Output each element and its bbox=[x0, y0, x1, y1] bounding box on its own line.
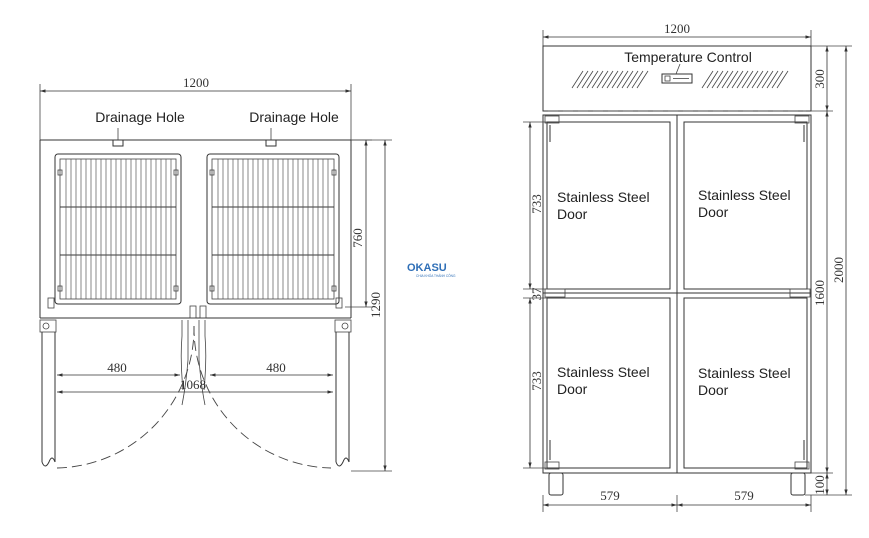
door-swing-arc-right bbox=[193, 325, 332, 469]
temperature-control-label: Temperature Control bbox=[624, 49, 752, 65]
vent-grille-right bbox=[701, 70, 789, 89]
door-top-right-label-line1: Stainless Steel bbox=[698, 187, 791, 203]
depth-dimension: 1290 bbox=[351, 139, 392, 472]
drainage-hole-right-label: Drainage Hole bbox=[249, 109, 339, 125]
door-top-right bbox=[683, 121, 808, 290]
door-top-right-label-line2: Door bbox=[698, 204, 729, 220]
top-view-width-dimension: 1200 bbox=[39, 75, 352, 140]
depth-label: 1290 bbox=[368, 292, 383, 318]
right-door-open bbox=[334, 319, 352, 467]
vent-grille-left bbox=[571, 70, 649, 89]
door-width-left-label: 579 bbox=[600, 488, 620, 503]
door-bottom-left-label-line1: Stainless Steel bbox=[557, 364, 650, 380]
shelf-height-dimension: 760 bbox=[345, 139, 372, 308]
shelf-height-label: 760 bbox=[350, 228, 365, 248]
cabinet-legs bbox=[548, 472, 806, 496]
gap-height-label: 37 bbox=[529, 287, 544, 301]
door-width-right-label: 579 bbox=[734, 488, 754, 503]
top-view: 1200 Drainage Hole Drainage Hole bbox=[39, 75, 392, 472]
brand-logo: OKASU bbox=[407, 262, 447, 274]
door-height-upper-label: 733 bbox=[529, 194, 544, 214]
brand-tagline: CHIA KHÓA THÀNH CÔNG bbox=[416, 273, 456, 278]
door-top-left-label-line2: Door bbox=[557, 206, 588, 222]
drainage-hole-left: Drainage Hole bbox=[95, 109, 185, 147]
cabinet-height-label: 1600 bbox=[812, 280, 827, 306]
door-hinges bbox=[544, 115, 811, 470]
leg-height-label: 100 bbox=[812, 475, 827, 495]
open-width-label: 1068 bbox=[180, 377, 206, 392]
door-swing-arc-left bbox=[56, 325, 195, 469]
door-swing-dimension-left: 480 bbox=[57, 360, 180, 377]
top-control-panel: Temperature Control bbox=[542, 45, 812, 112]
overall-height-label: 2000 bbox=[831, 257, 846, 283]
door-top-left bbox=[546, 121, 671, 290]
door-bottom-left bbox=[546, 297, 671, 469]
wire-shelf-left bbox=[54, 153, 182, 305]
front-left-height-dimensions: 733 37 733 bbox=[523, 121, 547, 469]
door-swing-right-label: 480 bbox=[266, 360, 286, 375]
left-door-open bbox=[39, 319, 57, 467]
front-view-width-label: 1200 bbox=[664, 21, 690, 36]
wire-shelf-right-bars bbox=[217, 159, 329, 299]
wire-shelf-left-bars bbox=[65, 159, 172, 299]
door-top-left-label-line1: Stainless Steel bbox=[557, 189, 650, 205]
open-width-dimension: 1068 bbox=[57, 377, 333, 394]
top-panel-height-label: 300 bbox=[812, 69, 827, 89]
cabinet-body-outline bbox=[39, 139, 352, 319]
door-bottom-right-label-line1: Stainless Steel bbox=[698, 365, 791, 381]
drainage-hole-left-label: Drainage Hole bbox=[95, 109, 185, 125]
temperature-control-display bbox=[661, 73, 693, 84]
drainage-hole-right: Drainage Hole bbox=[249, 109, 339, 147]
door-bottom-left-label-line2: Door bbox=[557, 381, 588, 397]
front-right-height-dimensions: 300 1600 100 2000 bbox=[805, 45, 852, 496]
shelf-support-pins bbox=[47, 297, 343, 319]
front-view: 1200 bbox=[523, 21, 852, 512]
door-swing-left-label: 480 bbox=[107, 360, 127, 375]
brand-watermark: OKASU CHIA KHÓA THÀNH CÔNG bbox=[407, 262, 456, 278]
door-height-lower-label: 733 bbox=[529, 371, 544, 391]
door-bottom-right bbox=[683, 297, 808, 469]
door-swing-dimension-right: 480 bbox=[210, 360, 333, 377]
top-view-width-label: 1200 bbox=[183, 75, 209, 90]
wire-shelf-right bbox=[206, 153, 340, 305]
front-view-width-dimension: 1200 bbox=[542, 21, 812, 46]
door-handles bbox=[549, 125, 805, 460]
door-width-dimensions: 579 579 bbox=[542, 488, 812, 512]
door-bottom-right-label-line2: Door bbox=[698, 382, 729, 398]
